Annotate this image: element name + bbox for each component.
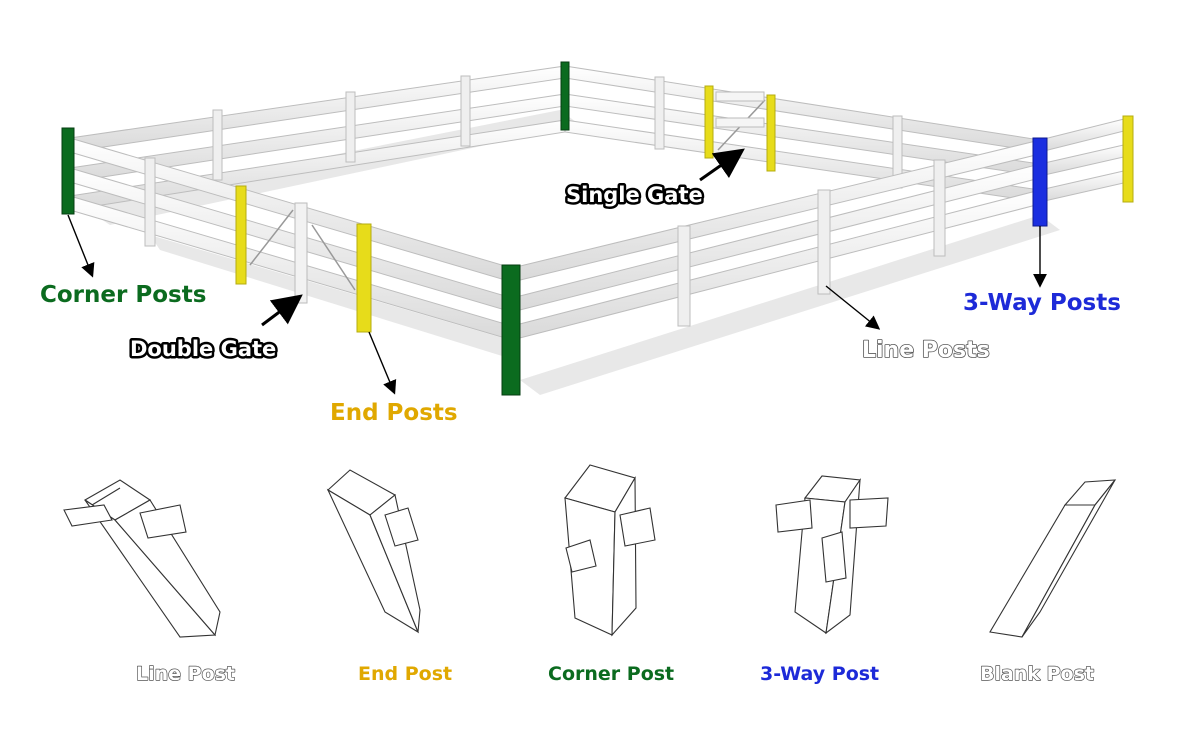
post-type-label-corner: Corner Post xyxy=(548,663,674,685)
double-gate-label: Double Gate xyxy=(130,337,276,361)
post-type-label-line: Line Post xyxy=(136,663,235,685)
end-post-drawing xyxy=(326,469,421,634)
front-corner-post xyxy=(501,264,521,396)
double-gate-pointer xyxy=(261,294,303,327)
callout-lines xyxy=(67,148,1047,395)
single-gate-label: Single Gate xyxy=(566,183,703,207)
line-posts-pointer xyxy=(825,285,881,330)
back-corner-post xyxy=(560,61,570,131)
front-right-line-posts xyxy=(677,159,946,327)
left-corner-post xyxy=(61,127,75,215)
three-way-post-drawing xyxy=(775,475,889,635)
single-gate-pointer xyxy=(699,148,745,182)
end-posts-label: End Posts xyxy=(330,400,458,426)
blank-post-drawing xyxy=(989,479,1117,638)
post-type-labels: Line Post End Post Corner Post 3-Way Pos… xyxy=(135,662,1094,685)
corner-posts-label: Corner Posts xyxy=(40,282,206,308)
fence-enclosure xyxy=(61,61,1134,396)
end-posts-pointer xyxy=(368,331,397,395)
front-left-rails xyxy=(69,137,513,341)
far-right-end-post xyxy=(1122,115,1134,203)
corner-posts-pointer xyxy=(67,214,95,278)
right-extension-rails xyxy=(1039,117,1129,203)
post-type-drawings xyxy=(63,464,1117,638)
front-left-line-posts xyxy=(144,157,156,247)
three-way-post-marker xyxy=(1032,137,1048,227)
post-type-label-three-way: 3-Way Post xyxy=(760,663,879,685)
corner-post-drawing xyxy=(564,464,656,637)
single-gate xyxy=(704,85,776,172)
post-type-label-end: End Post xyxy=(358,663,452,685)
back-left-rails xyxy=(69,65,566,211)
double-gate xyxy=(235,185,372,333)
front-right-rails xyxy=(511,139,1041,341)
three-way-posts-label: 3-Way Posts xyxy=(963,290,1121,316)
post-type-label-blank: Blank Post xyxy=(980,663,1094,685)
line-posts-label: Line Posts xyxy=(862,338,990,363)
line-post-drawing xyxy=(63,479,221,638)
back-left-line-posts xyxy=(212,75,471,181)
